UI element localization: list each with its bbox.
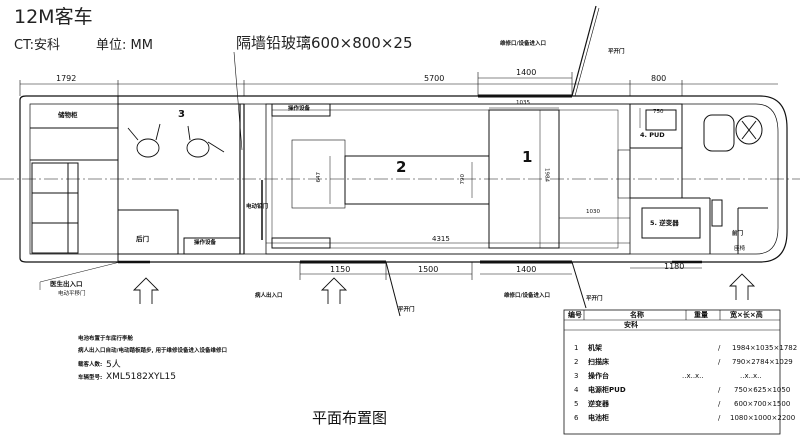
seat-label: 座椅 [734,246,746,252]
row-name: 操作台 [588,372,609,380]
flat-door-bottom2-label: 平开门 [586,296,603,302]
table-header-name: 名称 [630,311,644,319]
table-header-size: 宽×长×高 [730,311,763,319]
dim-bottom-1150: 1150 [330,265,351,274]
bus-outline [19,95,788,263]
unit-label: 单位: MM [96,38,153,53]
rear-exit-label: 医生出入口 [50,280,83,288]
front-door-label: 前门 [732,231,744,237]
note-line3-value: 5人 [106,360,121,370]
dim-750: 750 [653,109,664,115]
maint-bottom-label: 维修口/设备进入口 [504,293,551,299]
flat-door-top-label: 平开门 [608,49,625,55]
zone-3-label: 3 [178,109,185,120]
row-size: 1984×1035×1782 [732,344,798,352]
dim-top-800: 800 [651,74,667,83]
seat [31,162,69,194]
maint-top-label: 维修口/设备进入口 [500,41,547,47]
electric-door-label: 电动铅门 [246,204,269,210]
row-name: 机架 [588,344,602,352]
note-line2: 病人出入口自动/电动踏板踏步, 用于维修设备进入设备维修口 [78,348,228,354]
patient-entry-label: 病人出入口 [255,293,283,299]
zone-1-label: 1 [522,148,533,166]
front-entry-arrow [728,273,756,300]
flat-door-bottom1-label: 平开门 [398,307,415,313]
note-line1: 电池布置于车底行李舱 [78,336,134,342]
row-no: 4 [574,386,579,394]
operator-figures [127,123,225,158]
row-name: 电源柜PUD [588,386,626,394]
dim-bottom-1500: 1500 [418,265,439,274]
dim-1030: 1030 [586,209,600,215]
client-label: CT:安科 [14,38,60,53]
seat [31,222,69,254]
row-name: 电池柜 [588,414,609,422]
note-line4-label: 车辆型号: [78,375,103,381]
row-weight: / [718,344,721,352]
rear-entry-arrow [132,277,160,304]
row-no: 6 [574,414,579,422]
table-group-label: 安科 [624,321,638,329]
dim-top-5700: 5700 [424,74,445,83]
row-no: 5 [574,400,579,408]
row-weight: ..x..x.. [682,372,704,380]
table-header-weight: 重量 [694,311,708,319]
partition-glass-label: 隔墙铅玻璃600×800×25 [236,34,413,52]
rear-exit-sub-label: 电动平移门 [58,291,86,297]
operation-cabinet-bottom-label: 操作设备 [194,240,217,246]
row-weight: / [718,400,721,408]
row-no: 3 [574,372,579,380]
dim-1984: 1984 [543,168,550,182]
dim-top-1400: 1400 [516,68,537,77]
row-size: 790×2784×1029 [732,358,793,366]
row-no: 2 [574,358,579,366]
row-size: 600×700×1500 [734,400,791,408]
dim-bottom-1180: 1180 [664,262,685,271]
storage-cabinet-label: 储物柜 [58,111,78,119]
drawing-caption: 平面布置图 [312,409,388,427]
note-line4-value: XML5182XYL15 [106,372,176,382]
row-weight: / [718,386,721,394]
dim-4315: 4315 [432,235,450,243]
note-line3-label: 载客人数: [78,362,103,368]
drawing-title: 12M客车 [14,6,93,28]
table-header-no: 编号 [568,311,582,319]
operation-cabinet-top-label: 操作设备 [288,106,311,112]
row-size: ..x..x.. [740,372,762,380]
zone-2-label: 2 [396,158,407,176]
dim-bottom-1400: 1400 [516,265,537,274]
row-no: 1 [574,344,579,352]
seat [31,192,69,224]
dim-790: 790 [460,174,466,185]
inverter-label: 5. 逆变器 [650,219,679,227]
row-size: 750×625×1050 [734,386,791,394]
dim-647: 647 [316,172,322,183]
dim-1035: 1035 [516,100,530,106]
pud-label: 4. PUD [640,131,665,139]
patient-entry-arrow [320,277,348,304]
row-weight: / [718,358,721,366]
row-name: 逆变器 [588,400,609,408]
rear-door-label: 后门 [136,235,149,243]
row-size: 1080×1000×2200 [730,414,796,422]
row-weight: / [718,414,721,422]
dim-top-1792: 1792 [56,74,77,83]
row-name: 扫描床 [588,358,609,366]
